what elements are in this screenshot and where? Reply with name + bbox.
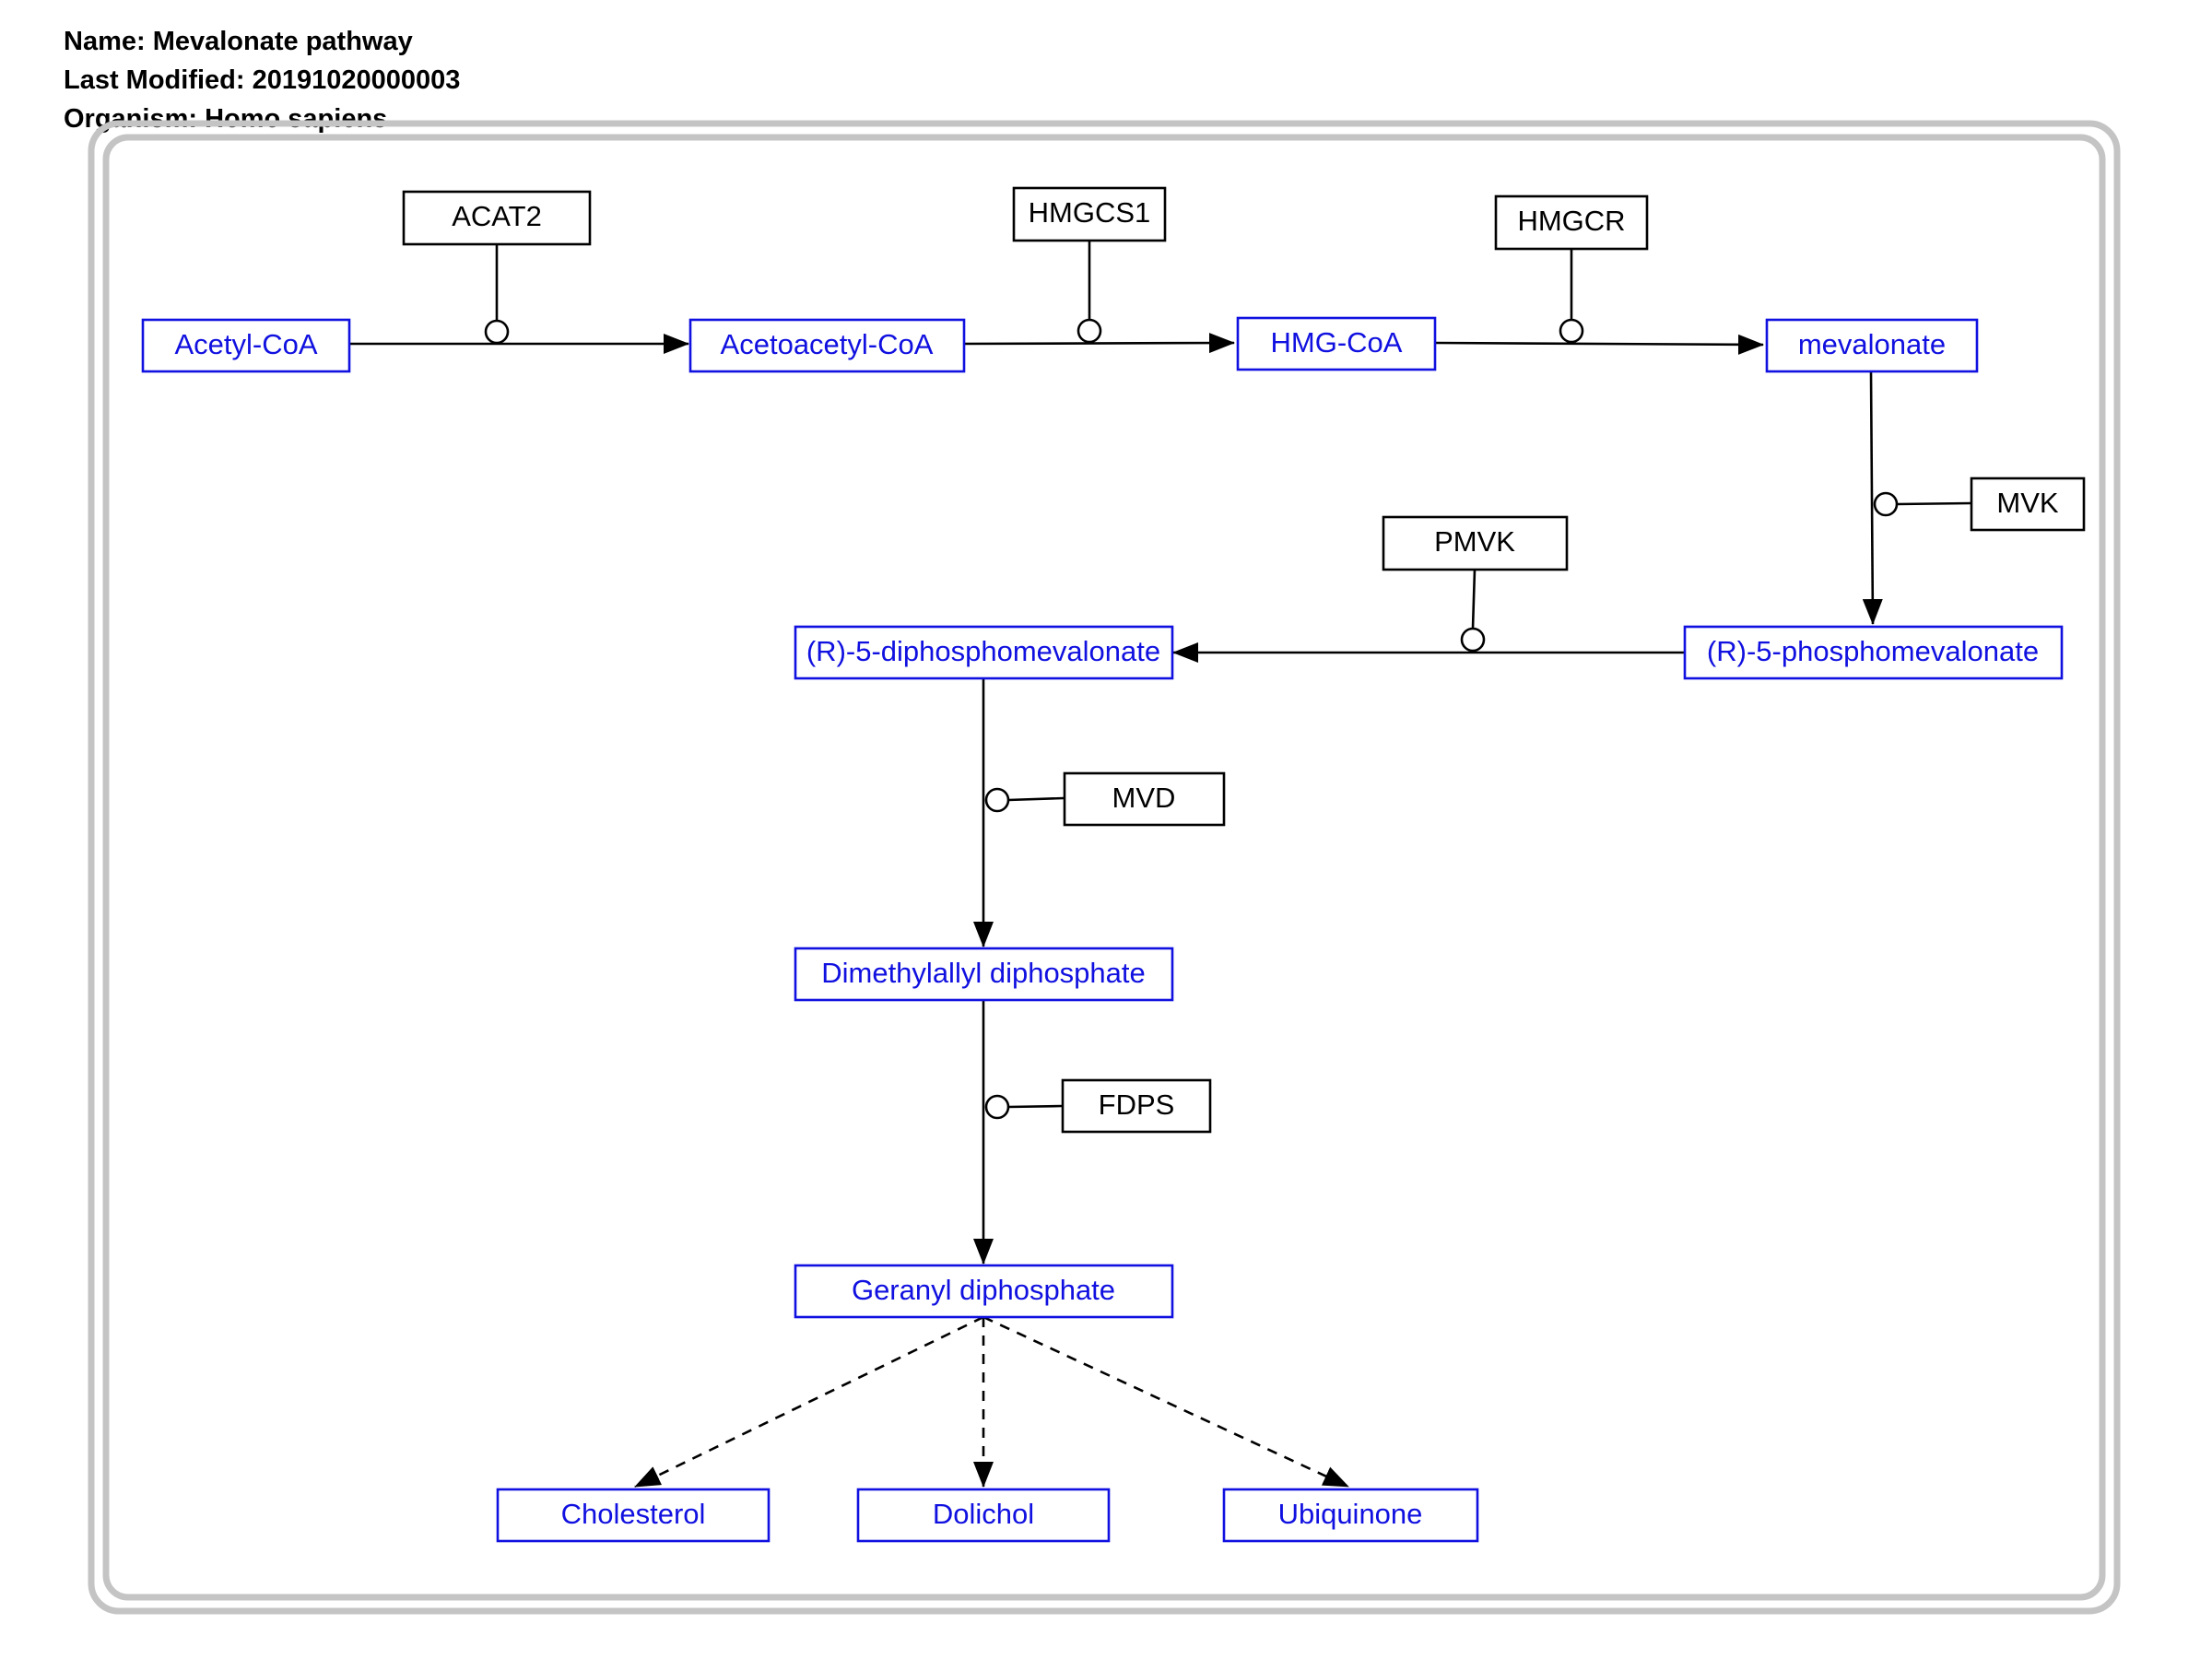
edges <box>349 333 1883 1488</box>
node-mvk-label: MVK <box>1996 487 2059 519</box>
node-mvd-label: MVD <box>1112 782 1176 814</box>
node-fdps-label: FDPS <box>1099 1088 1175 1121</box>
node-acetyl-coa[interactable]: Acetyl-CoA <box>141 318 351 373</box>
catalysis-anchor-pmvk <box>1460 627 1486 653</box>
organism: Organism: Homo sapiens <box>64 104 388 134</box>
node-r5-phosphomevalonate[interactable]: (R)-5-phosphomevalonate <box>1683 625 2064 680</box>
catalysis-anchor-mvd <box>984 787 1010 813</box>
edge-geranyl-to-ubiquinone <box>982 1315 1349 1488</box>
catalysis-link-fdps <box>1007 1104 1063 1109</box>
node-r5-phosphomevalonate-label: (R)-5-phosphomevalonate <box>1707 635 2039 667</box>
node-hmgcs1-label: HMGCS1 <box>1029 196 1151 229</box>
edge-geranyl-to-cholesterol <box>634 1315 984 1488</box>
last-modified: Last Modified: 20191020000003 <box>64 65 461 95</box>
node-dimethylallyl-diphosphate[interactable]: Dimethylallyl diphosphate <box>794 947 1174 1002</box>
node-hmgcr[interactable]: HMGCR <box>1494 194 1649 251</box>
node-mvk[interactable]: MVK <box>1970 477 2086 532</box>
node-fdps[interactable]: FDPS <box>1061 1078 1212 1134</box>
pathway-name: Name: Mevalonate pathway <box>64 27 413 56</box>
node-pmvk-label: PMVK <box>1434 525 1515 558</box>
edge-mevalonate-to-phosphomevalonate <box>1862 371 1883 625</box>
catalysis-link-pmvk <box>1471 569 1477 629</box>
node-hmgcs1[interactable]: HMGCS1 <box>1012 186 1167 242</box>
node-cholesterol-label: Cholesterol <box>561 1498 706 1530</box>
node-acat2-label: ACAT2 <box>452 200 542 232</box>
node-geranyl-diphosphate-label: Geranyl diphosphate <box>852 1274 1115 1306</box>
catalysis-anchor-fdps <box>984 1094 1010 1120</box>
node-acetoacetyl-coa[interactable]: Acetoacetyl-CoA <box>688 318 966 373</box>
node-mevalonate[interactable]: mevalonate <box>1765 318 1979 373</box>
node-hmg-coa-label: HMG-CoA <box>1271 326 1403 359</box>
catalysis-anchor-hmgcs1 <box>1077 318 1102 344</box>
catalysis-links <box>484 241 1971 1120</box>
catalysis-anchor-mvk <box>1873 491 1899 517</box>
node-r5-diphosphomevalonate[interactable]: (R)-5-diphosphomevalonate <box>794 625 1174 680</box>
pathway-group-frame <box>88 120 2121 1615</box>
node-ubiquinone[interactable]: Ubiquinone <box>1222 1488 1479 1543</box>
catalysis-anchor-hmgcr <box>1559 318 1584 344</box>
node-dolichol[interactable]: Dolichol <box>856 1488 1111 1543</box>
node-ubiquinone-label: Ubiquinone <box>1278 1498 1423 1530</box>
pathway-info: Name: Mevalonate pathway Last Modified: … <box>64 22 460 138</box>
node-r5-diphosphomevalonate-label: (R)-5-diphosphomevalonate <box>806 635 1160 667</box>
node-cholesterol[interactable]: Cholesterol <box>496 1488 771 1543</box>
node-pmvk[interactable]: PMVK <box>1382 515 1569 571</box>
node-hmg-coa[interactable]: HMG-CoA <box>1236 316 1437 371</box>
node-mvd[interactable]: MVD <box>1063 771 1226 827</box>
catalysis-link-mvk <box>1896 501 1971 506</box>
node-acetoacetyl-coa-label: Acetoacetyl-CoA <box>721 328 934 360</box>
edge-hmg-to-mevalonate <box>1434 334 1764 355</box>
node-acetyl-coa-label: Acetyl-CoA <box>174 328 317 360</box>
catalysis-anchor-acat2 <box>484 319 510 345</box>
node-dimethylallyl-diphosphate-label: Dimethylallyl diphosphate <box>821 957 1146 989</box>
node-hmgcr-label: HMGCR <box>1517 205 1625 237</box>
node-acat2[interactable]: ACAT2 <box>402 190 592 246</box>
node-geranyl-diphosphate[interactable]: Geranyl diphosphate <box>794 1264 1174 1319</box>
edge-acetoacetyl-to-hmg <box>960 333 1235 354</box>
node-mevalonate-label: mevalonate <box>1798 328 1946 360</box>
catalysis-link-mvd <box>1007 796 1065 802</box>
node-dolichol-label: Dolichol <box>933 1498 1034 1530</box>
